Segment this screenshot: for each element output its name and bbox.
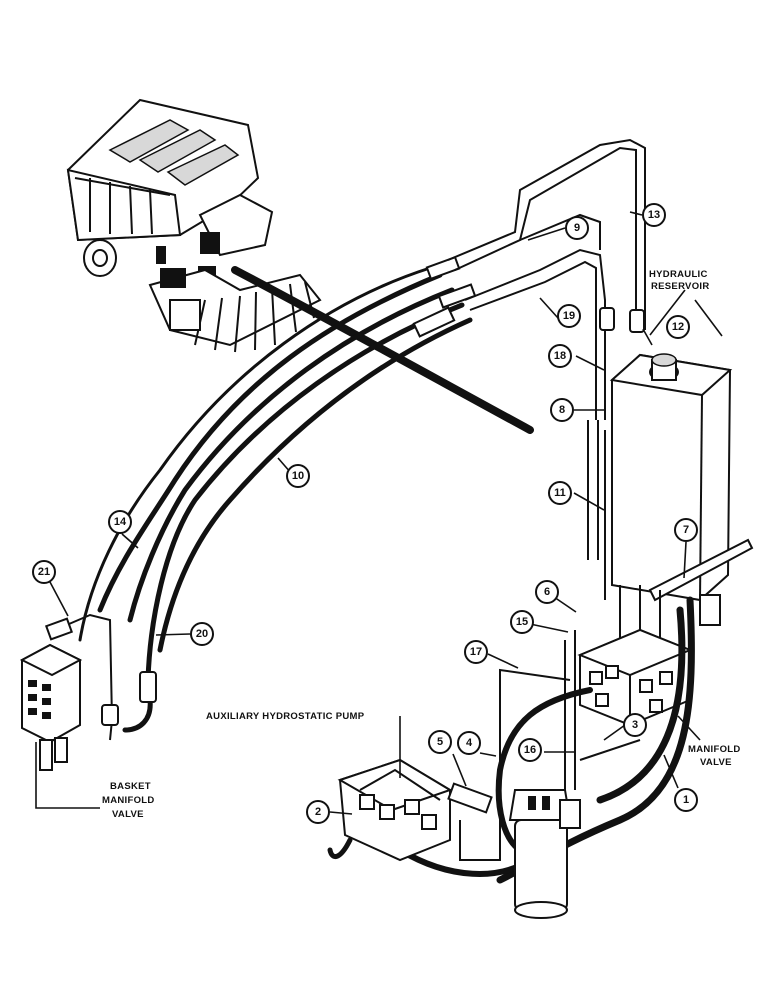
callout-8: 8 <box>550 398 574 422</box>
label-manifold-valve-1: MANIFOLD <box>688 744 741 755</box>
svg-text:6: 6 <box>544 586 550 598</box>
basket-manifold-valve <box>19 613 157 771</box>
callout-9: 9 <box>565 216 589 240</box>
svg-text:21: 21 <box>38 566 50 578</box>
cotton-picker-machine <box>66 98 322 353</box>
label-basket-manifold-valve-1: BASKET <box>110 781 151 792</box>
leader-lines <box>35 211 723 815</box>
svg-text:3: 3 <box>632 719 638 731</box>
svg-text:17: 17 <box>470 646 482 658</box>
callout-21: 21 <box>32 560 56 584</box>
callout-12: 12 <box>666 315 690 339</box>
callout-11: 11 <box>548 481 572 505</box>
callout-10: 10 <box>286 464 310 488</box>
callout-20: 20 <box>190 622 214 646</box>
label-basket-manifold-valve-2: MANIFOLD <box>102 795 155 806</box>
text-labels: HYDRAULIC RESERVOIR MANIFOLD VALVE AUXIL… <box>102 269 741 820</box>
svg-text:14: 14 <box>114 516 127 528</box>
svg-text:19: 19 <box>563 310 575 322</box>
label-manifold-valve-2: VALVE <box>700 757 732 768</box>
svg-text:4: 4 <box>466 737 473 749</box>
svg-text:12: 12 <box>672 321 684 333</box>
hydraulic-filter <box>508 789 581 919</box>
svg-text:16: 16 <box>524 744 536 756</box>
callout-13: 13 <box>642 203 666 227</box>
svg-text:2: 2 <box>315 806 321 818</box>
callout-18: 18 <box>548 344 572 368</box>
hose-bundle <box>78 255 534 683</box>
callout-6: 6 <box>535 580 559 604</box>
callouts: 1 2 3 4 5 6 7 8 9 10 11 12 13 14 15 16 1… <box>32 203 698 824</box>
callout-2: 2 <box>306 800 330 824</box>
callout-3: 3 <box>623 713 647 737</box>
label-hydraulic-reservoir-2: RESERVOIR <box>651 281 710 292</box>
svg-text:10: 10 <box>292 470 304 482</box>
label-hydraulic-reservoir-1: HYDRAULIC <box>649 269 708 280</box>
svg-text:13: 13 <box>648 209 660 221</box>
callout-19: 19 <box>557 304 581 328</box>
callout-14: 14 <box>108 510 132 534</box>
label-auxiliary-pump: AUXILIARY HYDROSTATIC PUMP <box>206 711 365 722</box>
svg-text:5: 5 <box>437 736 443 748</box>
svg-text:20: 20 <box>196 628 208 640</box>
callout-15: 15 <box>510 610 534 634</box>
metal-tubes <box>447 138 646 600</box>
callout-16: 16 <box>518 738 542 762</box>
svg-text:18: 18 <box>554 350 566 362</box>
callout-7: 7 <box>674 518 698 542</box>
label-basket-manifold-valve-3: VALVE <box>112 809 144 820</box>
svg-text:15: 15 <box>516 616 528 628</box>
svg-text:8: 8 <box>559 404 565 416</box>
callout-5: 5 <box>428 730 452 754</box>
svg-text:1: 1 <box>683 794 689 806</box>
svg-text:7: 7 <box>683 524 689 536</box>
manifold-valve <box>577 594 721 727</box>
callout-1: 1 <box>674 788 698 812</box>
callout-4: 4 <box>457 731 481 755</box>
svg-text:9: 9 <box>574 222 580 234</box>
hydraulic-reservoir <box>609 353 754 645</box>
svg-text:11: 11 <box>554 487 566 499</box>
auxiliary-hydrostatic-pump <box>327 758 493 862</box>
callout-17: 17 <box>464 640 488 664</box>
